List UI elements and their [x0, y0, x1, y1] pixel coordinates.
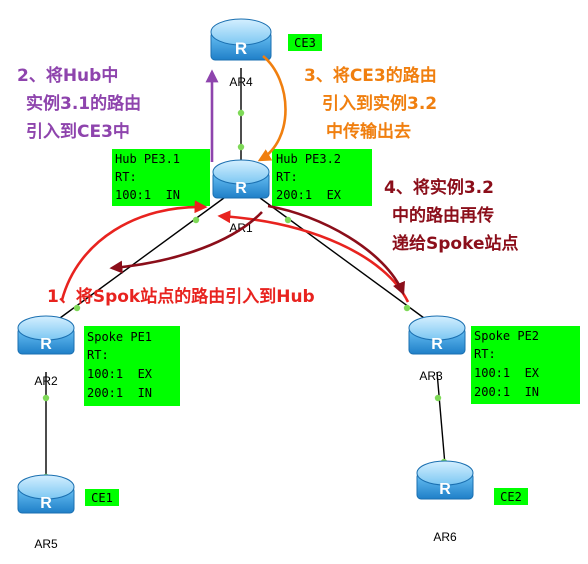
- ce1-tag: CE1: [85, 489, 119, 506]
- router-icon-letter: R: [431, 336, 443, 353]
- port-dot: [237, 109, 245, 117]
- router-ar6[interactable]: R AR6: [416, 460, 474, 544]
- note-line: 递给Spoke站点: [392, 233, 518, 254]
- port-dot: [434, 394, 442, 402]
- router-icon-letter: R: [40, 336, 52, 353]
- hub-pe32-box: Hub PE3.2 RT: 200:1 EX: [272, 149, 372, 206]
- box-line: 100:1 EX: [474, 366, 540, 380]
- router-icon-letter: R: [439, 481, 451, 498]
- step4-note: 4、将实例3.2 中的路由再传 递给Spoke站点: [384, 177, 518, 254]
- note-line: 4、将实例3.2: [384, 177, 494, 198]
- note-line: 3、将CE3的路由: [304, 65, 437, 86]
- step3-arrow: [257, 54, 287, 162]
- ce1-tag-text: CE1: [91, 491, 113, 505]
- router-ar2[interactable]: R AR2: [17, 315, 75, 388]
- box-line: RT:: [474, 347, 496, 361]
- ce2-tag-text: CE2: [500, 490, 522, 504]
- note-line: 中的路由再传: [392, 205, 494, 226]
- spoke-pe2-box: Spoke PE2 RT: 100:1 EX 200:1 IN: [471, 326, 580, 404]
- box-line: 200:1 IN: [87, 386, 152, 400]
- ce2-tag: CE2: [494, 488, 528, 505]
- step4-arrow-left: [109, 211, 263, 274]
- router-icon-letter: R: [40, 495, 52, 512]
- note-line: 2、将Hub中: [17, 65, 118, 86]
- box-line: RT:: [87, 348, 109, 362]
- note-line: 引入到实例3.2: [322, 93, 437, 114]
- box-line: Hub PE3.2: [276, 152, 341, 166]
- note-line: 引入到CE3中: [26, 121, 130, 142]
- router-label: AR6: [433, 530, 457, 544]
- note-line: 中传输出去: [326, 121, 411, 142]
- box-line: 200:1 IN: [474, 385, 539, 399]
- port-dot: [42, 394, 50, 402]
- box-line: 200:1 EX: [276, 188, 342, 202]
- spoke-pe1-box: Spoke PE1 RT: 100:1 EX 200:1 IN: [84, 326, 180, 406]
- box-line: RT:: [115, 170, 137, 184]
- router-ar1[interactable]: R AR1: [212, 159, 270, 235]
- box-line: Spoke PE1: [87, 330, 152, 344]
- router-label: AR2: [34, 374, 58, 388]
- port-dot: [237, 143, 245, 151]
- port-dot: [73, 304, 81, 312]
- port-dot: [403, 304, 411, 312]
- box-line: 100:1 EX: [87, 367, 153, 381]
- router-ar3[interactable]: R AR3: [408, 315, 466, 383]
- note-line: 实例3.1的路由: [26, 93, 141, 114]
- box-line: Spoke PE2: [474, 329, 539, 343]
- router-ar4[interactable]: R AR4: [210, 18, 272, 89]
- step1-arrow-left: [60, 200, 208, 301]
- box-line: 100:1 IN: [115, 188, 180, 202]
- router-icon-letter: R: [235, 180, 247, 197]
- ce3-tag: CE3: [288, 34, 322, 51]
- router-icon-letter: R: [235, 39, 247, 58]
- ce3-tag-text: CE3: [294, 36, 316, 50]
- link-ar1-ar2: [59, 194, 229, 319]
- router-ar5[interactable]: R AR5: [17, 474, 75, 551]
- port-dot: [192, 216, 200, 224]
- link-ar3-ar6: [436, 371, 446, 466]
- step2-note: 2、将Hub中 实例3.1的路由 引入到CE3中: [17, 65, 141, 142]
- router-label: AR5: [34, 537, 58, 551]
- router-label: AR3: [419, 369, 443, 383]
- step3-note: 3、将CE3的路由 引入到实例3.2 中传输出去: [304, 65, 437, 142]
- port-dot: [284, 216, 292, 224]
- hub-pe31-box: Hub PE3.1 RT: 100:1 IN: [112, 149, 210, 206]
- step4-arrow-right: [267, 204, 405, 296]
- step1-note: 1、将Spok站点的路由引入到Hub: [47, 286, 315, 307]
- box-line: Hub PE3.1: [115, 152, 180, 166]
- link-ar1-ar3: [255, 194, 425, 319]
- box-line: RT:: [276, 170, 298, 184]
- note-line: 1、将Spok站点的路由引入到Hub: [47, 286, 315, 307]
- router-label: AR4: [229, 75, 253, 89]
